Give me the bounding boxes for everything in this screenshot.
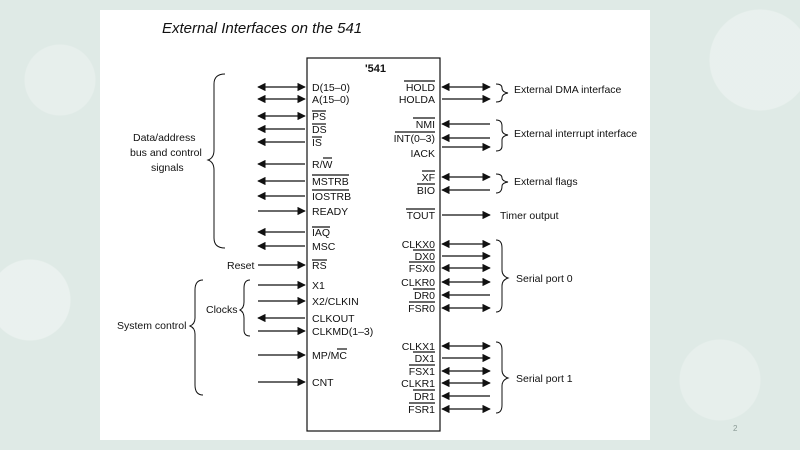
right-pin-labels: HOLD HOLDA NMI INT(0–3) IACK XF BIO TOUT… [394, 82, 436, 416]
brace-flags [495, 173, 509, 194]
pin-label: A(15–0) [312, 94, 349, 106]
pin-label: DR1 [414, 391, 435, 403]
group-label-serial0: Serial port 0 [516, 273, 573, 285]
pin-label: FSX1 [409, 366, 435, 378]
group-label-data-address-line3: signals [151, 162, 184, 174]
brace-serial0 [495, 239, 510, 313]
group-label-timer: Timer output [500, 210, 559, 222]
right-arrows [441, 82, 491, 414]
pin-label: FSX0 [409, 263, 435, 275]
pin-label: FSR1 [408, 404, 435, 416]
group-label-reset: Reset [227, 260, 255, 272]
left-pin-labels: D(15–0) A(15–0) PS DS IS R/W MSTRB IOSTR… [312, 82, 373, 389]
pin-label: IOSTRB [312, 191, 351, 203]
group-label-clocks: Clocks [206, 304, 238, 316]
pin-label: FSR0 [408, 303, 435, 315]
pin-label: X1 [312, 280, 325, 292]
pin-label: DS [312, 124, 327, 136]
pin-label: DR0 [414, 290, 435, 302]
pin-label: PS [312, 111, 326, 123]
group-label-data-address-line2: bus and control [130, 147, 202, 159]
pin-label: IS [312, 137, 322, 149]
pin-label: READY [312, 206, 348, 218]
pin-label: MSTRB [312, 176, 349, 188]
right-braces [495, 83, 510, 414]
group-label-interrupt: External interrupt interface [514, 128, 637, 140]
pin-label: DX0 [415, 251, 436, 263]
pin-label: CLKMD(1–3) [312, 326, 373, 338]
group-label-system-control: System control [117, 320, 186, 332]
brace-dma [495, 83, 509, 103]
brace-interrupt [495, 119, 509, 152]
pin-label: BIO [417, 185, 435, 197]
group-label-serial1: Serial port 1 [516, 373, 573, 385]
brace-data-address [206, 73, 226, 249]
pin-label: MP/MC [312, 350, 347, 362]
chip-body [306, 57, 441, 432]
pin-label: CLKX0 [402, 239, 435, 251]
pin-label: HOLDA [399, 94, 435, 106]
pin-label: D(15–0) [312, 82, 350, 94]
pin-label: IACK [410, 148, 435, 160]
brace-system-control [188, 279, 204, 396]
pin-label: TOUT [407, 210, 436, 222]
pin-label: CNT [312, 377, 334, 389]
pin-label: NMI [416, 119, 435, 131]
group-label-flags: External flags [514, 176, 578, 188]
pin-label: X2/CLKIN [312, 296, 359, 308]
right-overbars [395, 80, 435, 404]
page-number: 2 [733, 424, 738, 433]
pin-label: IAQ [312, 227, 330, 239]
brace-serial1 [495, 341, 510, 414]
pin-label: XF [422, 172, 435, 184]
pin-label: R/W [312, 159, 333, 171]
pin-label: CLKOUT [312, 313, 355, 325]
left-braces [188, 73, 251, 396]
pin-label: DX1 [415, 353, 436, 365]
pin-label: CLKX1 [402, 341, 435, 353]
pin-label: RS [312, 260, 327, 272]
group-label-data-address-line1: Data/address [133, 132, 195, 144]
chip-label: '541 [365, 63, 386, 75]
pin-label: CLKR0 [401, 277, 435, 289]
brace-clocks [238, 279, 251, 337]
pin-label: INT(0–3) [394, 133, 435, 145]
group-label-dma: External DMA interface [514, 84, 622, 96]
pin-label: MSC [312, 241, 336, 253]
pin-label: CLKR1 [401, 378, 435, 390]
slide-title: External Interfaces on the 541 [162, 20, 363, 37]
pin-label: HOLD [406, 82, 436, 94]
left-overbars [312, 110, 349, 350]
left-arrows [257, 82, 306, 387]
